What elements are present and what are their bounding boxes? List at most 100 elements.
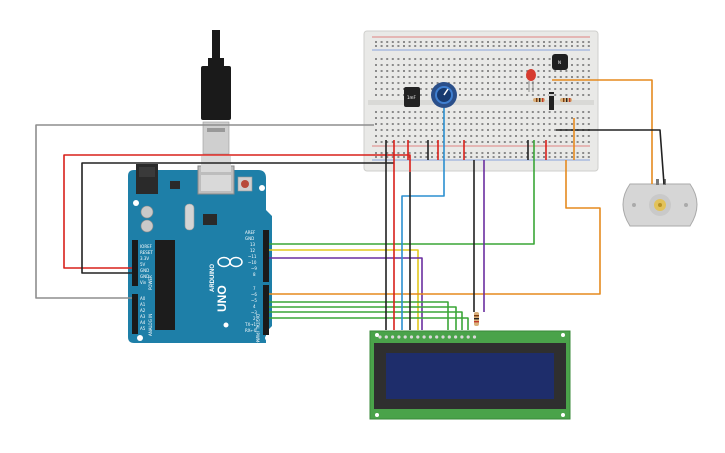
breadboard-hole [543,141,545,143]
breadboard-hole [391,135,394,137]
breadboard-hole [380,45,383,47]
breadboard-hole [425,111,428,113]
breadboard-hole [548,117,551,119]
breadboard-hole [397,58,400,60]
breadboard-holes [375,41,590,158]
breadboard-hole [559,141,562,143]
breadboard-hole [386,117,389,119]
breadboard-hole [554,141,557,143]
breadboard-hole [431,156,433,158]
breadboard-hole [571,70,573,72]
breadboard-hole [554,135,557,137]
breadboard-hole [375,88,377,90]
breadboard-hole [531,58,534,60]
breadboard-hole [576,141,579,143]
breadboard-hole [436,82,439,84]
breadboard-hole [403,111,405,113]
breadboard-hole [453,135,456,137]
breadboard-hole [464,70,467,72]
breadboard-hole [459,88,461,90]
breadboard-hole [503,41,506,43]
breadboard-hole [464,58,467,60]
breadboard-hole [380,88,383,90]
wire-green [269,317,469,330]
breadboard-hole [531,152,534,154]
breadboard-hole [459,41,461,43]
breadboard-hole [375,58,377,60]
breadboard-hole [582,94,585,96]
breadboard-hole [565,70,568,72]
breadboard-hole [475,117,478,119]
breadboard-hole [498,41,501,43]
breadboard-hole [414,64,417,66]
breadboard-hole [431,76,433,78]
breadboard-hole [375,64,377,66]
breadboard-hole [537,41,540,43]
breadboard-hole [447,41,450,43]
breadboard-hole [459,135,461,137]
breadboard-hole [408,76,411,78]
breadboard-hole [526,58,529,60]
breadboard-hole [576,123,579,125]
breadboard-hole [375,70,377,72]
breadboard-hole [408,45,411,47]
breadboard-hole [543,41,545,43]
breadboard-hole [453,129,456,131]
breadboard-hole [492,76,495,78]
breadboard-hole [515,111,517,113]
breadboard-hole [487,111,489,113]
breadboard-hole [470,152,473,154]
breadboard-hole [470,41,473,43]
breadboard-hole [548,152,551,154]
breadboard-hole [453,152,456,154]
breadboard-hole [503,45,506,47]
breadboard-hole [414,111,417,113]
breadboard-hole [391,58,394,60]
breadboard-hole [425,64,428,66]
dc-motor [622,179,698,227]
breadboard-hole [397,45,400,47]
potentiometer[interactable] [431,82,457,108]
breadboard-hole [543,152,545,154]
lcd-pin [435,335,439,339]
lcd-pin [397,335,401,339]
breadboard-hole [414,58,417,60]
breadboard-hole [431,135,433,137]
breadboard-hole [459,76,461,78]
breadboard-hole [447,129,450,131]
breadboard-hole [487,117,489,119]
breadboard-hole [537,111,540,113]
breadboard-hole [436,129,439,131]
breadboard-hole [515,152,517,154]
pin-label-5v: 5V [140,262,146,267]
breadboard-hole [554,129,557,131]
breadboard-hole [509,141,512,143]
breadboard-hole [520,76,523,78]
breadboard-hole [543,94,545,96]
breadboard-hole [548,156,551,158]
pin-label-a2: A2 [140,308,146,313]
breadboard-hole [509,41,512,43]
breadboard-hole [431,45,433,47]
breadboard-hole [447,70,450,72]
breadboard-hole [582,117,585,119]
breadboard-hole [481,156,484,158]
breadboard-hole [414,135,417,137]
breadboard-hole [386,88,389,90]
breadboard-hole [537,123,540,125]
lcd-pin [454,335,458,339]
breadboard-hole [520,41,523,43]
breadboard-hole [391,88,394,90]
digital-header-upper [263,230,269,282]
breadboard-hole [548,76,551,78]
breadboard-hole [487,41,489,43]
breadboard-hole [442,64,445,66]
usb-cable [201,30,231,172]
breadboard-hole [464,94,467,96]
breadboard-hole [391,45,394,47]
lcd-pin [409,335,414,339]
breadboard-hole [509,45,512,47]
breadboard-hole [587,76,590,78]
breadboard-hole [464,129,467,131]
breadboard-hole [487,70,489,72]
